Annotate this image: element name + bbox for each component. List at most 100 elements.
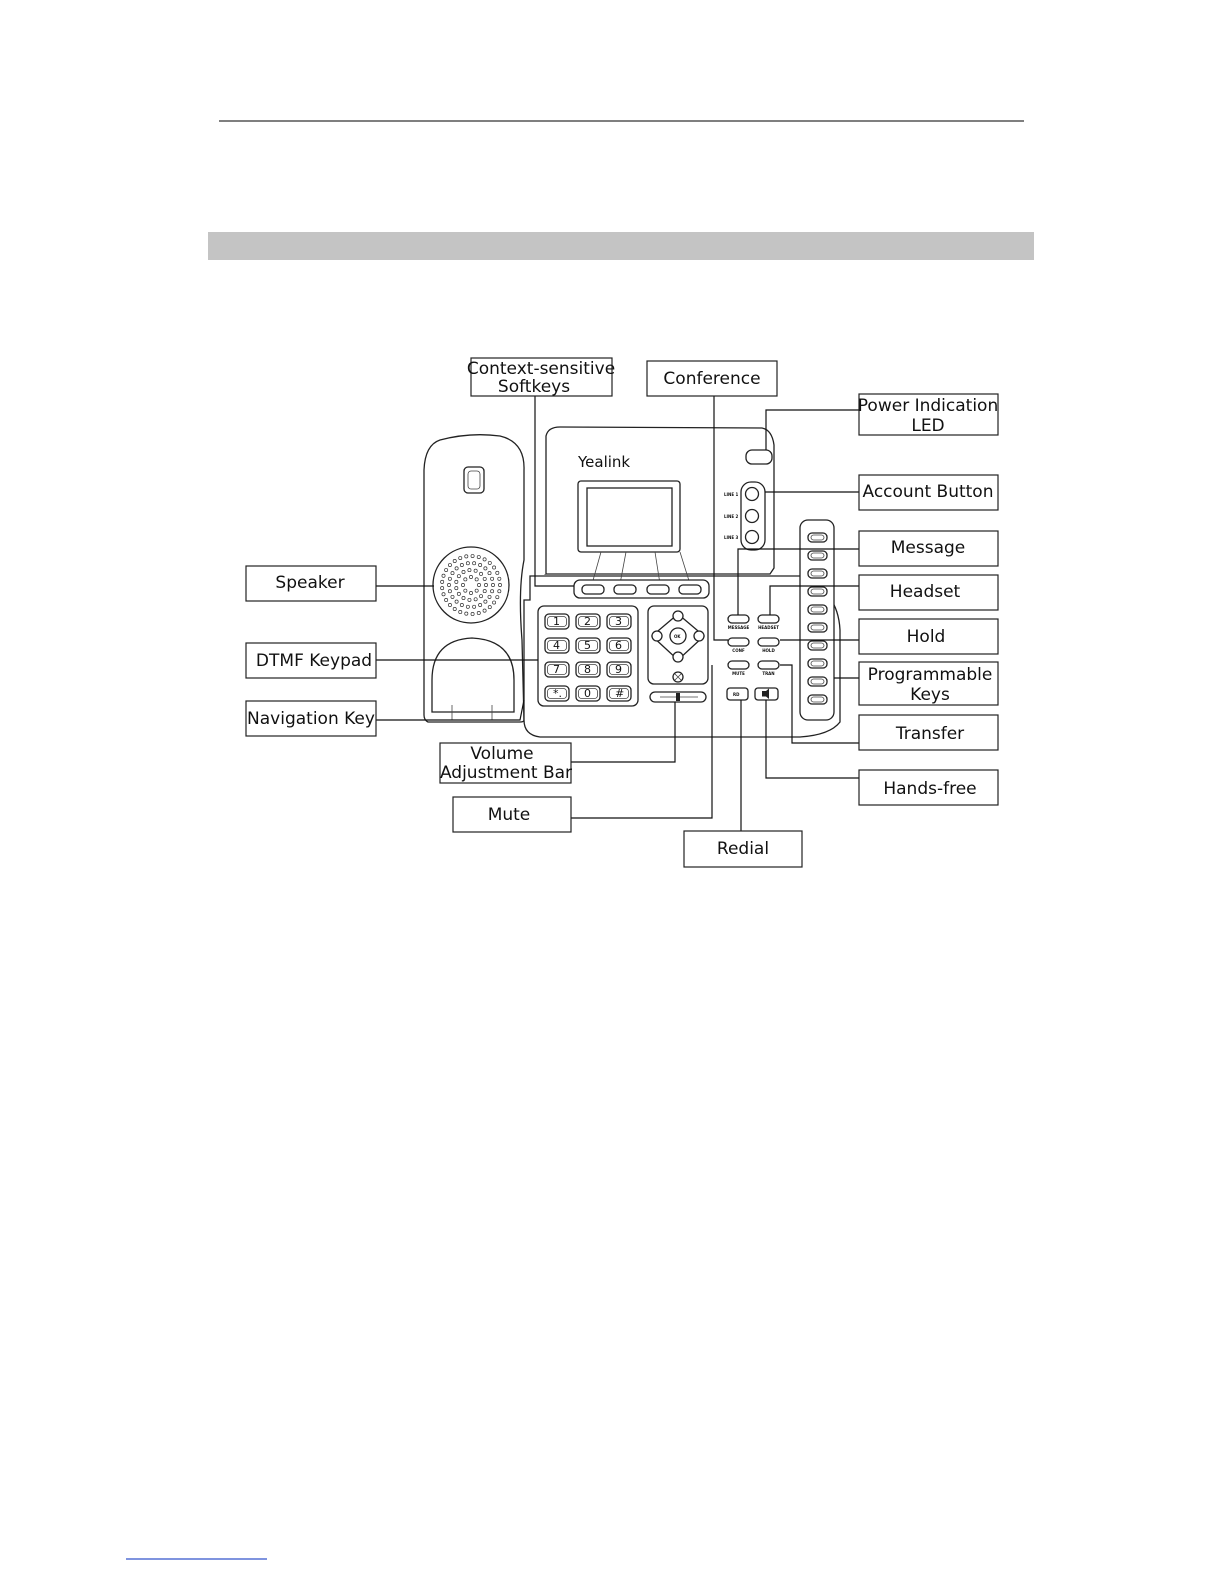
grille-hole — [483, 609, 486, 612]
grille-hole — [484, 583, 487, 586]
grille-hole — [451, 572, 454, 575]
keypad-key-label: 9 — [615, 663, 622, 676]
callout-message: Message — [859, 531, 998, 566]
grille-hole — [448, 577, 451, 580]
grille-hole — [465, 612, 468, 615]
svg-text:Power Indication: Power Indication — [858, 396, 998, 416]
power-led — [746, 450, 772, 464]
grille-hole — [479, 563, 482, 566]
handset — [424, 435, 524, 722]
grille-hole — [491, 583, 494, 586]
grille-hole — [488, 595, 491, 598]
grille-hole — [477, 611, 480, 614]
grille-hole — [483, 577, 486, 580]
grille-hole — [479, 595, 482, 598]
grille-hole — [448, 590, 451, 593]
keypad-key-label: 0 — [584, 687, 591, 700]
programmable-keys-panel — [800, 520, 834, 720]
callout-volume: Volume Adjustment Bar — [440, 743, 572, 783]
grille-hole — [475, 578, 478, 581]
grille-hole — [491, 577, 494, 580]
grille-hole — [459, 556, 462, 559]
grille-hole — [488, 572, 491, 575]
grille-hole — [469, 591, 472, 594]
function-key-mute[interactable] — [728, 661, 749, 669]
function-key-hold[interactable] — [758, 638, 779, 646]
grille-hole — [498, 590, 501, 593]
grille-hole — [496, 571, 499, 574]
nav-right-icon[interactable] — [694, 631, 704, 641]
keypad-key-label: 7 — [553, 663, 560, 676]
softkey-1[interactable] — [582, 585, 604, 594]
grille-hole — [455, 580, 458, 583]
line-3-button[interactable] — [746, 531, 759, 544]
svg-text:Keys: Keys — [910, 685, 950, 705]
svg-text:LED: LED — [911, 416, 944, 436]
keypad-key-label: 3 — [615, 615, 622, 628]
function-key-label: MESSAGE — [728, 625, 750, 630]
grille-hole — [448, 603, 451, 606]
svg-text:Navigation Key: Navigation Key — [247, 709, 375, 729]
function-key-tran[interactable] — [758, 661, 779, 669]
function-key-conf[interactable] — [728, 638, 749, 646]
callout-speaker: Speaker — [246, 566, 376, 601]
svg-text:Programmable: Programmable — [868, 665, 993, 685]
softkey-3[interactable] — [647, 585, 669, 594]
keypad-key-label: 4 — [553, 639, 560, 652]
svg-text:Softkeys: Softkeys — [498, 377, 570, 397]
line-2-button[interactable] — [746, 510, 759, 523]
function-key-headset[interactable] — [758, 615, 779, 623]
grille-hole — [483, 558, 486, 561]
grille-hole — [484, 600, 487, 603]
grille-hole — [451, 595, 454, 598]
grille-hole — [457, 575, 460, 578]
grille-hole — [469, 575, 472, 578]
grille-hole — [466, 605, 469, 608]
grille-hole — [453, 559, 456, 562]
function-key-label: MUTE — [732, 671, 745, 676]
callout-conference: Conference — [647, 361, 777, 396]
grille-hole — [441, 587, 444, 590]
grille-hole — [484, 567, 487, 570]
nav-left-icon[interactable] — [652, 631, 662, 641]
svg-text:Adjustment Bar: Adjustment Bar — [440, 763, 572, 783]
nav-ok-label: OK — [674, 634, 681, 639]
callout-hold: Hold — [859, 619, 998, 654]
redial-label: RD — [733, 692, 740, 697]
grille-hole — [460, 563, 463, 566]
volume-slider-thumb[interactable] — [676, 693, 680, 701]
softkey-4[interactable] — [679, 585, 701, 594]
keypad-key-label: 1 — [553, 615, 560, 628]
callout-programmable: Programmable Keys — [859, 662, 998, 705]
line-1-button[interactable] — [746, 488, 759, 501]
function-key-label: TRAN — [762, 671, 774, 676]
grille-hole — [477, 583, 480, 586]
grille-hole — [471, 612, 474, 615]
callout-dtmf: DTMF Keypad — [246, 643, 376, 678]
svg-text:Mute: Mute — [488, 805, 531, 825]
grille-hole — [475, 589, 478, 592]
section-bar — [208, 232, 1034, 260]
svg-text:Hold: Hold — [907, 627, 946, 647]
grille-hole — [453, 607, 456, 610]
callout-power-led: Power Indication LED — [858, 394, 998, 436]
grille-hole — [447, 583, 450, 586]
callout-account: Account Button — [859, 475, 998, 510]
grille-hole — [455, 567, 458, 570]
grille-hole — [483, 590, 486, 593]
grille-hole — [498, 583, 501, 586]
grille-hole — [473, 562, 476, 565]
function-key-message[interactable] — [728, 615, 749, 623]
nav-down-icon[interactable] — [673, 652, 683, 662]
grille-hole — [496, 596, 499, 599]
grille-hole — [455, 587, 458, 590]
keypad-key-label: *. — [553, 687, 562, 700]
svg-text:Account Button: Account Button — [863, 482, 994, 502]
grille-hole — [445, 568, 448, 571]
svg-text:Speaker: Speaker — [275, 573, 344, 593]
speaker-grille-icon — [433, 547, 509, 623]
softkey-2[interactable] — [614, 585, 636, 594]
grille-hole — [460, 603, 463, 606]
nav-up-icon[interactable] — [673, 611, 683, 621]
